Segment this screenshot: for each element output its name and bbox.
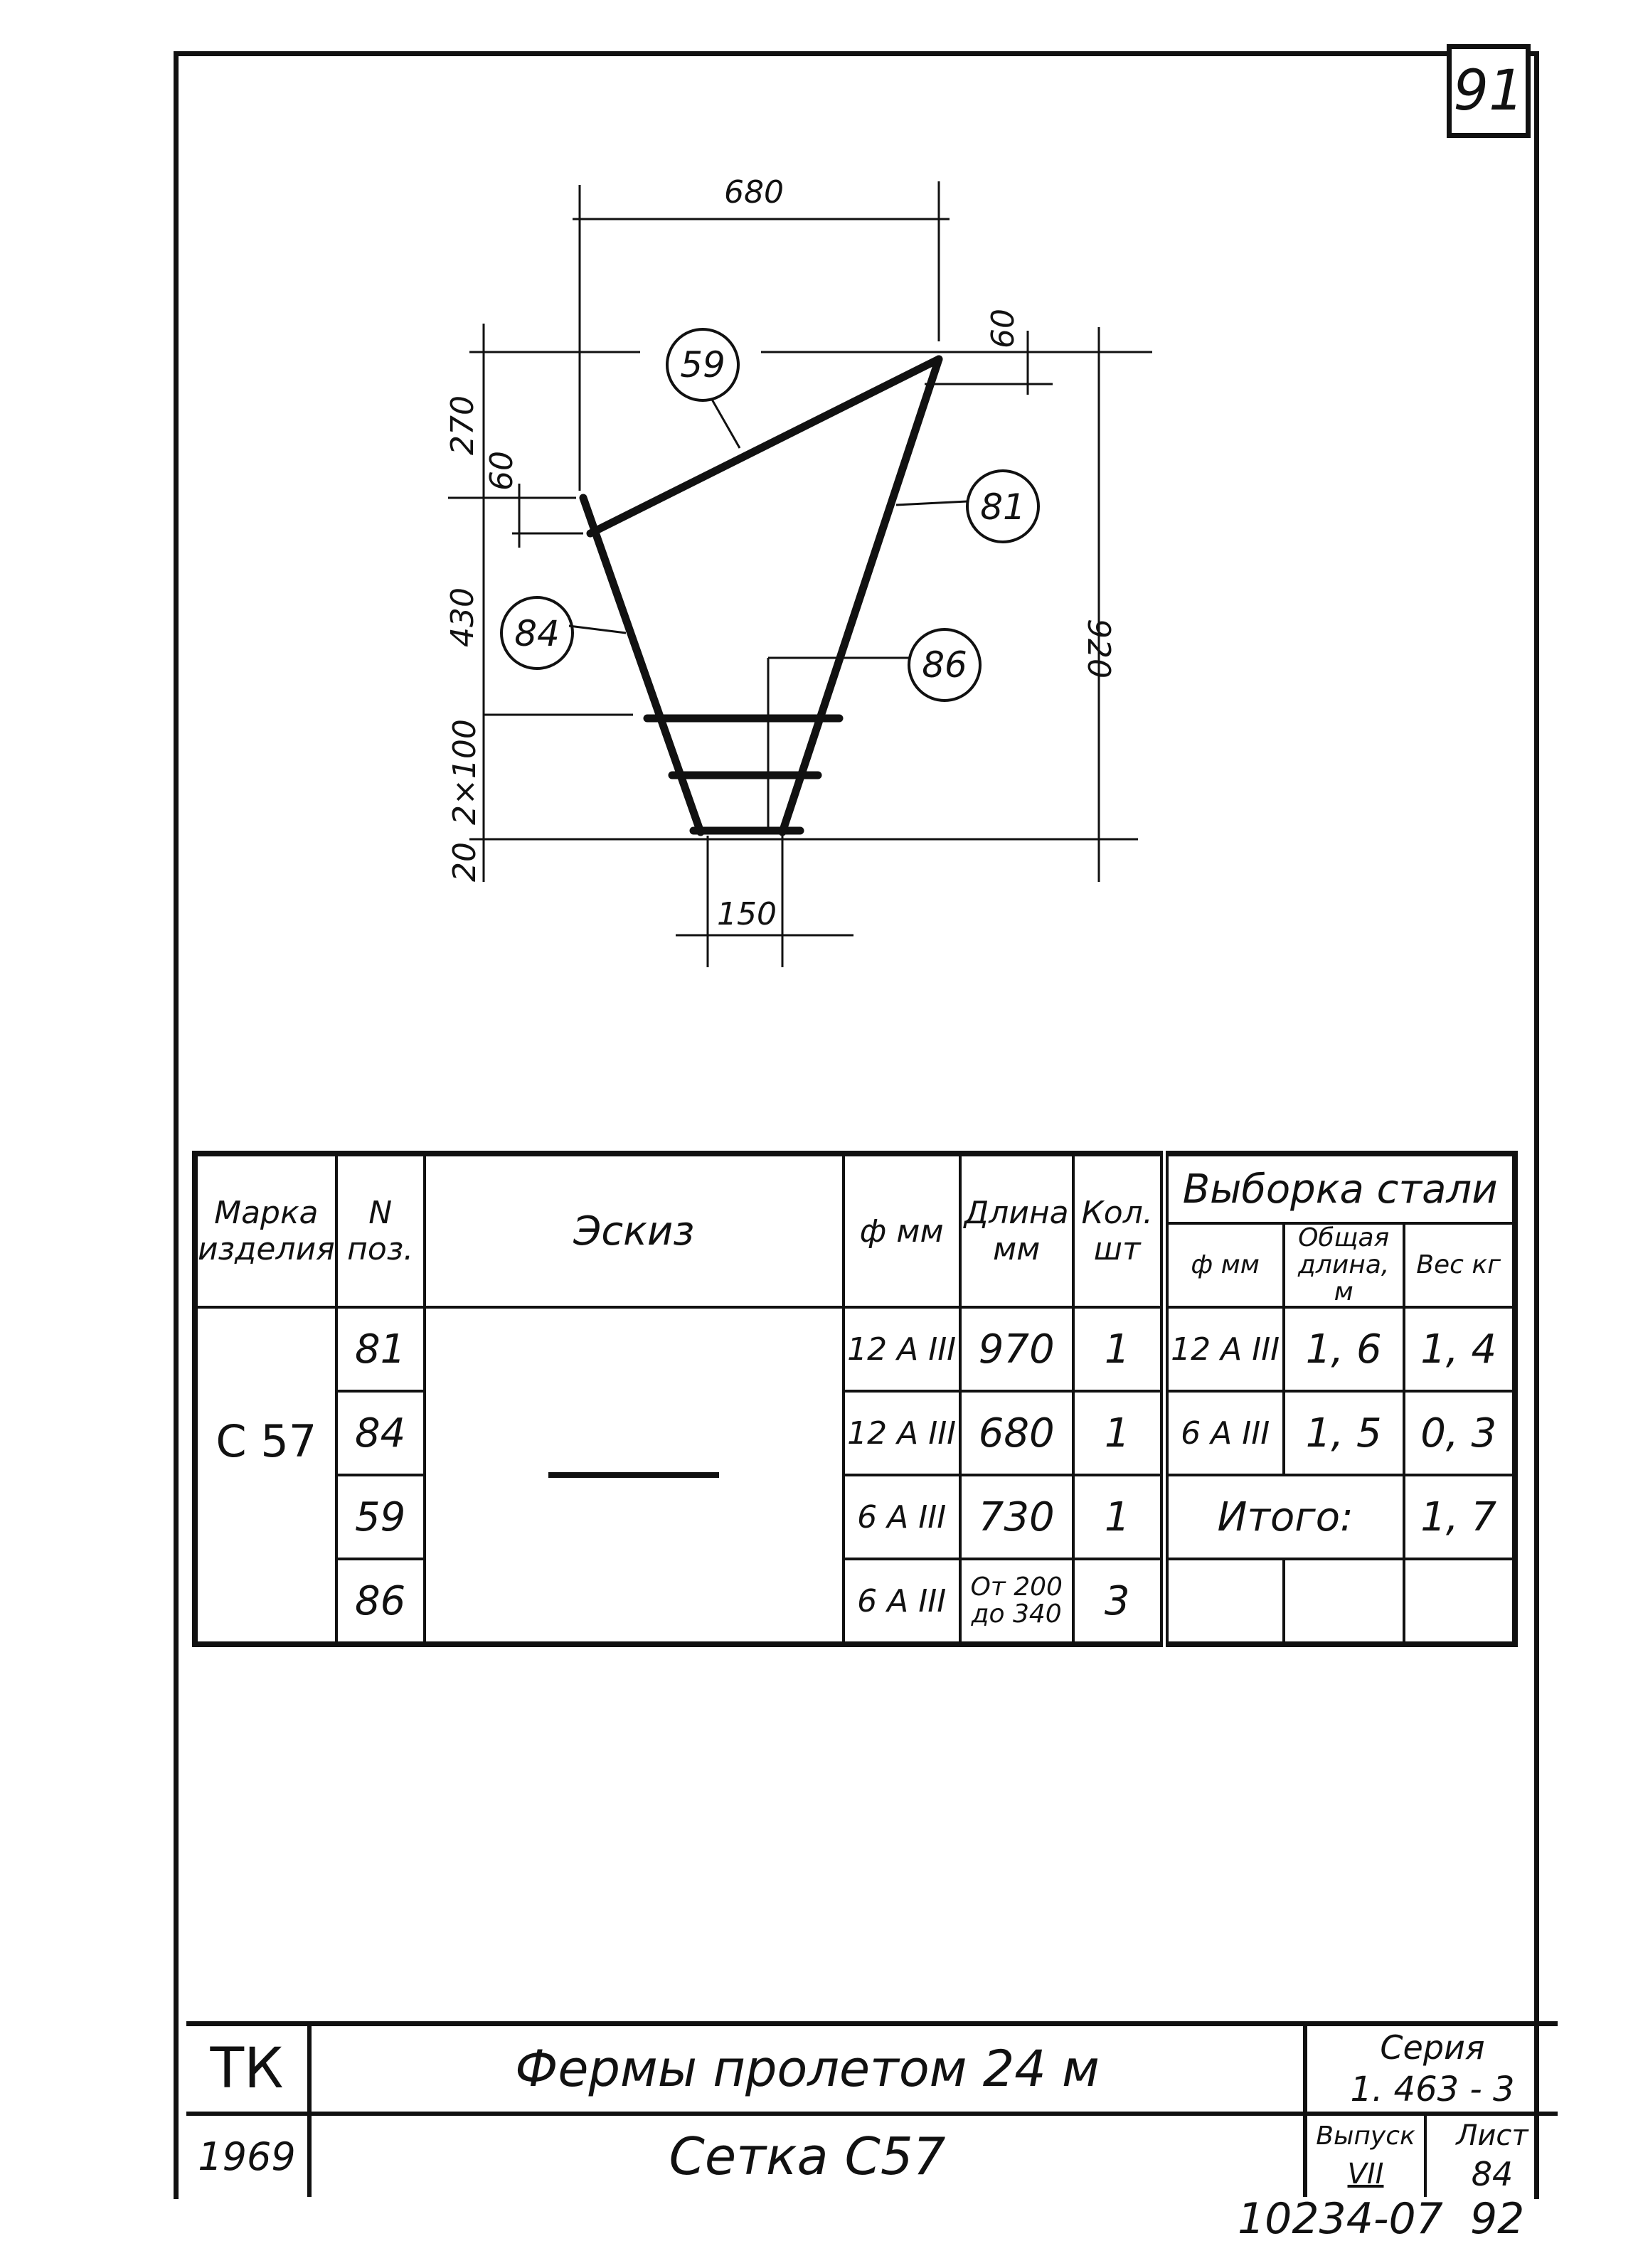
dim-total-height: 920 [1080,619,1117,678]
series-label: Серия [1380,2028,1485,2067]
dim-bottom-offset: 20 [447,842,483,882]
dim-left-upper: 270 [445,395,481,455]
row-length: 730 [958,1474,1075,1560]
row-length: 680 [958,1390,1075,1476]
bar-84 [579,494,705,836]
row-qty: 1 [1071,1306,1166,1393]
sketch-bar-line [548,1472,720,1478]
drawing-title: Фермы пролетом 24 м [515,2040,1100,2098]
row-pos: 59 [334,1474,426,1560]
steel-empty [1282,1558,1405,1646]
sketch-cell [422,1306,845,1646]
steel-empty [1159,1558,1285,1646]
header-steel-weight: Вес кг [1402,1222,1516,1309]
header-steel: Выборка стали [1159,1152,1516,1225]
header-pos: N поз. [334,1152,426,1309]
header-mark: Марка изделия [193,1152,338,1309]
header-length: Длина мм [958,1152,1075,1309]
steel-weight: 0, 3 [1402,1390,1516,1476]
steel-d: 6 A III [1159,1390,1285,1476]
mark-value: С 57 [193,1306,338,1646]
drawing-frame [174,51,1539,2199]
specification-table: Марка изделия N поз. Эскиз ф мм Длина мм… [192,1151,1518,1647]
drawing-subtitle: Сетка С57 [669,2126,946,2186]
row-diameter: 12 A III [841,1390,962,1476]
title-block: ТК 1969 Фермы пролетом 24 м Сетка С57 Се… [186,2021,1558,2197]
steel-d: 12 A III [1159,1306,1285,1393]
row-diameter: 6 A III [841,1558,962,1646]
series-value: 1. 463 - 3 [1350,2070,1515,2109]
tag-circle-86 [908,628,982,702]
rebar-sketch: 59 81 84 86 680 60 270 60 430 2×100 20 1… [445,174,1152,967]
sheet-label: Лист [1456,2119,1528,2152]
position-tag-circles [500,328,1040,702]
issue-value: VII [1347,2158,1384,2190]
header-steel-d: ф мм [1159,1222,1285,1309]
steel-empty [1402,1558,1516,1646]
sheet-number-box: 91 [1447,44,1531,138]
row-pos: 81 [334,1306,426,1393]
header-qty: Кол. шт [1071,1152,1166,1309]
row-qty: 3 [1071,1558,1166,1646]
dimension-lines [448,181,1152,967]
header-sketch: Эскиз [422,1152,845,1309]
total-label: Итого: [1159,1474,1405,1560]
tag-59: 59 [680,344,725,385]
dim-stirrup-spacing: 2×100 [447,719,483,825]
tag-81: 81 [980,486,1026,528]
sheet-number: 91 [1453,59,1524,123]
row-qty: 1 [1071,1474,1166,1560]
issue-label: Выпуск [1316,2121,1415,2151]
row-pos: 84 [334,1390,426,1476]
header-steel-len: Общая длина, м [1282,1222,1405,1309]
tag-circle-81 [966,469,1040,543]
steel-weight: 1, 4 [1402,1306,1516,1393]
dim-top-width: 680 [724,174,784,211]
row-length: 970 [958,1306,1075,1393]
rebar-lines [579,355,943,836]
org: ТК [210,2037,284,2101]
dim-left-small: 60 [484,451,520,491]
dim-bottom-width: 150 [717,896,777,932]
dim-left-mid: 430 [445,587,481,647]
bar-81 [778,355,943,836]
row-pos: 86 [334,1558,426,1646]
row-qty: 1 [1071,1390,1166,1476]
tag-86: 86 [922,644,967,686]
footer-code: 10234-07 92 [1238,2194,1525,2244]
tag-circle-59 [666,328,740,402]
dim-right-drop: 60 [985,309,1021,348]
header-diameter: ф мм [841,1152,962,1309]
sheet-value: 84 [1471,2155,1514,2193]
steel-len: 1, 6 [1282,1306,1405,1393]
bar-59 [586,355,943,538]
total-value: 1, 7 [1402,1474,1516,1560]
row-length: От 200 до 340 [958,1558,1075,1646]
row-diameter: 12 A III [841,1306,962,1393]
steel-len: 1, 5 [1282,1390,1405,1476]
tag-circle-84 [500,596,574,670]
tag-84: 84 [514,613,560,654]
row-diameter: 6 A III [841,1474,962,1560]
year: 1969 [198,2134,296,2179]
